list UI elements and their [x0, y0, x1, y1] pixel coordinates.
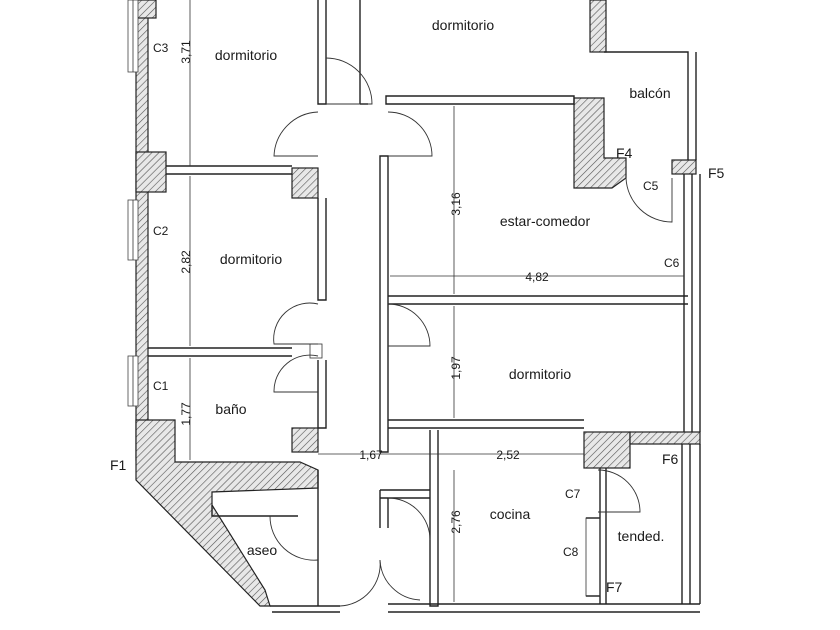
dimension-label-2-52: 2,52: [496, 448, 520, 462]
room-label-balcon: balcón: [629, 85, 670, 101]
partition-walls: [148, 0, 701, 613]
window-code-c2: C2: [153, 224, 169, 238]
dimension-labels: 3,71 2,82 1,77 3,16 4,82 1,97 1,67 2,52 …: [179, 40, 549, 534]
facade-marks: F1 F4 F5 F6 F7: [110, 145, 725, 595]
dimension-label-1-77: 1,77: [179, 402, 193, 426]
dimension-label-2-82: 2,82: [179, 250, 193, 274]
structural-walls: [135, 0, 701, 607]
room-label-dormitorio-mid-right: dormitorio: [509, 366, 571, 382]
facade-mark-f6: F6: [662, 451, 679, 467]
dimension-label-3-16: 3,16: [449, 192, 463, 216]
dimension-label-3-71: 3,71: [179, 40, 193, 64]
room-label-dormitorio-mid-left: dormitorio: [220, 251, 282, 267]
room-labels: dormitorio dormitorio balcón estar-comed…: [215, 17, 671, 558]
room-label-estar-comedor: estar-comedor: [500, 213, 591, 229]
window-code-c1: C1: [153, 379, 169, 393]
facade-mark-f7: F7: [606, 579, 623, 595]
room-label-dormitorio-top-left: dormitorio: [215, 47, 277, 63]
room-label-aseo: aseo: [247, 542, 278, 558]
dimension-lines: [189, 0, 684, 602]
windows: [127, 0, 139, 407]
room-label-tendedero: tended.: [618, 528, 665, 544]
window-code-c6: C6: [664, 256, 680, 270]
dimension-label-4-82: 4,82: [525, 270, 549, 284]
door-swings: [269, 57, 673, 607]
room-label-dormitorio-top-center: dormitorio: [432, 17, 494, 33]
facade-mark-f1: F1: [110, 457, 127, 473]
window-code-c5: C5: [643, 179, 659, 193]
window-code-c3: C3: [153, 41, 169, 55]
room-label-cocina: cocina: [490, 506, 531, 522]
dimension-label-1-97: 1,97: [449, 356, 463, 380]
facade-mark-f5: F5: [708, 165, 725, 181]
room-label-bano: baño: [215, 401, 246, 417]
window-codes: C3 C2 C1 C5 C6 C7 C8: [153, 41, 680, 559]
facade-mark-f4: F4: [616, 145, 633, 161]
dimension-label-1-67: 1,67: [359, 448, 383, 462]
window-code-c7: C7: [565, 487, 581, 501]
window-code-c8: C8: [563, 545, 579, 559]
dimension-label-2-76: 2,76: [449, 510, 463, 534]
